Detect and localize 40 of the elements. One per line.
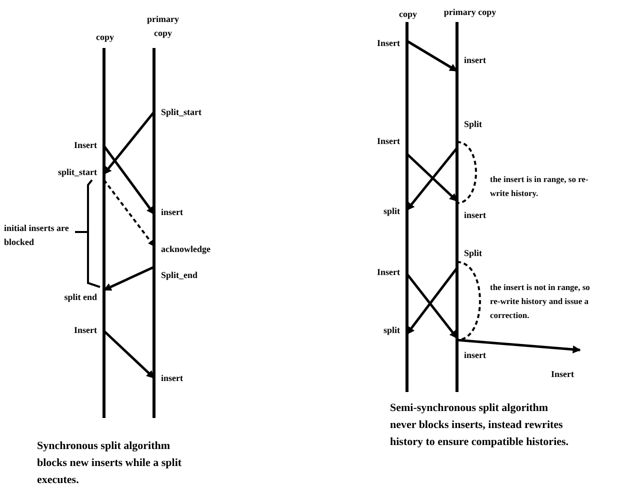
- lifeline-header: copy: [398, 8, 418, 21]
- event-label: split: [383, 206, 400, 216]
- event-label: split end: [64, 292, 97, 302]
- arrow: [103, 266, 155, 292]
- event-label: split: [383, 325, 400, 335]
- annotation: the insert is not in range, so re-write history and issue a correction.: [490, 281, 591, 322]
- event-label: insert: [464, 210, 486, 220]
- lifeline-header: primary copy: [146, 13, 180, 40]
- event-label: Split: [464, 248, 482, 258]
- dashed-arrow: [103, 179, 155, 247]
- event-label: split_start: [58, 167, 97, 177]
- arrow: [406, 147, 458, 211]
- event-label: Split_end: [161, 270, 198, 280]
- event-label: insert: [161, 207, 183, 217]
- event-label: Insert: [74, 140, 97, 150]
- arrow: [406, 153, 458, 202]
- caption: Semi-synchronous split algorithm never blocks inserts, instead rewrites history to ensure compatible histories.: [390, 401, 570, 450]
- event-label: Insert: [551, 369, 574, 379]
- annotation: initial inserts are blocked: [4, 222, 70, 249]
- event-label: Insert: [377, 136, 400, 146]
- arrow: [406, 40, 458, 72]
- dashed-curve: [456, 141, 477, 204]
- event-label: Insert: [377, 267, 400, 277]
- dashed-curve: [456, 261, 481, 341]
- event-label: Insert: [377, 38, 400, 48]
- arrow: [456, 338, 581, 354]
- arrow: [103, 111, 155, 175]
- arrow: [103, 145, 155, 215]
- event-label: Split_start: [161, 107, 202, 117]
- event-label: acknowledge: [161, 244, 210, 254]
- lifeline-header: primary copy: [442, 6, 498, 19]
- lifeline-header: copy: [95, 31, 115, 44]
- caption: Synchronous split algorithm blocks new inserts while a split executes.: [37, 439, 183, 488]
- arrow: [103, 330, 155, 379]
- event-label: insert: [161, 373, 183, 383]
- event-label: insert: [464, 350, 486, 360]
- event-label: Split: [464, 119, 482, 129]
- event-label: insert: [464, 55, 486, 65]
- event-label: Insert: [74, 325, 97, 335]
- annotation: the insert is in range, so re-write history.: [490, 173, 590, 200]
